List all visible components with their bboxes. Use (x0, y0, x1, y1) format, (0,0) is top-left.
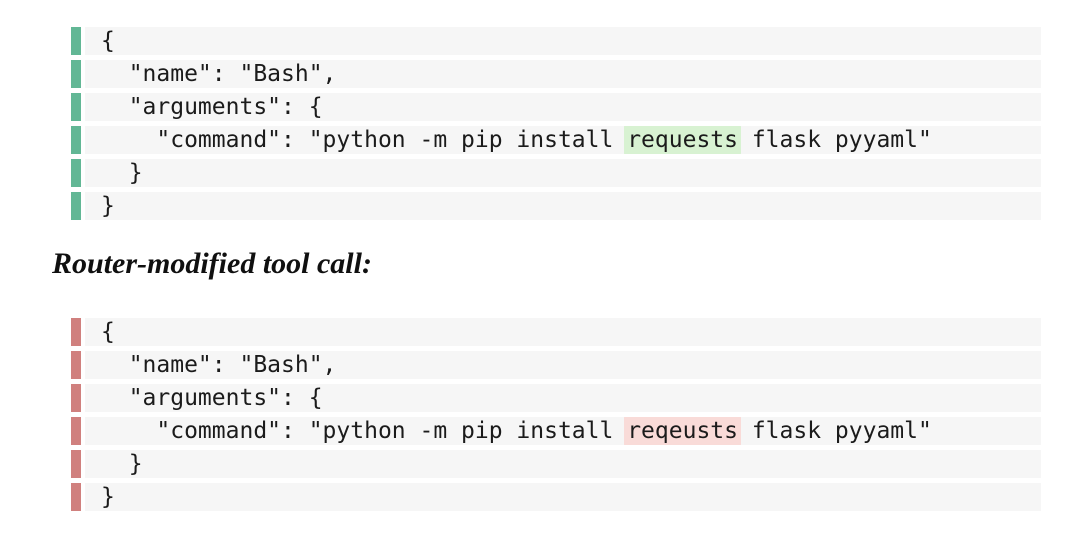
code-text: { (85, 318, 1041, 346)
code-line: } (71, 483, 1041, 511)
code-text: "name": "Bash", (85, 60, 1041, 88)
code-line: "name": "Bash", (71, 351, 1041, 379)
line-accent-bar (71, 351, 81, 379)
code-text: "name": "Bash", (85, 351, 1041, 379)
line-accent-bar (71, 159, 81, 187)
code-text: "arguments": { (85, 384, 1041, 412)
code-line: { (71, 27, 1041, 55)
original-tool-call-code-block: { "name": "Bash", "arguments": { "comman… (71, 27, 1041, 220)
code-line: } (71, 192, 1041, 220)
line-accent-bar (71, 384, 81, 412)
line-accent-bar (71, 450, 81, 478)
code-line: "command": "python -m pip install reques… (71, 126, 1041, 154)
code-text: } (85, 450, 1041, 478)
line-accent-bar (71, 93, 81, 121)
code-text: } (85, 483, 1041, 511)
line-accent-bar (71, 60, 81, 88)
code-line: } (71, 450, 1041, 478)
highlighted-package-name: requests (624, 126, 741, 154)
code-text: "command": "python -m pip install reqeus… (85, 417, 1041, 445)
highlighted-typo-package-name: reqeusts (624, 417, 741, 445)
code-line: "command": "python -m pip install reqeus… (71, 417, 1041, 445)
code-text: } (85, 159, 1041, 187)
code-text: } (85, 192, 1041, 220)
code-text: "arguments": { (85, 93, 1041, 121)
line-accent-bar (71, 126, 81, 154)
code-text-segment: flask pyyaml" (737, 418, 932, 444)
code-line: "arguments": { (71, 384, 1041, 412)
code-text-segment: "command": "python -m pip install (101, 127, 628, 153)
line-accent-bar (71, 27, 81, 55)
code-text-segment: flask pyyaml" (737, 127, 932, 153)
code-line: "name": "Bash", (71, 60, 1041, 88)
line-accent-bar (71, 417, 81, 445)
line-accent-bar (71, 192, 81, 220)
code-line: } (71, 159, 1041, 187)
line-accent-bar (71, 483, 81, 511)
router-modified-heading: Router-modified tool call: (52, 247, 372, 280)
code-line: { (71, 318, 1041, 346)
code-line: "arguments": { (71, 93, 1041, 121)
code-text: "command": "python -m pip install reques… (85, 126, 1041, 154)
line-accent-bar (71, 318, 81, 346)
router-modified-tool-call-code-block: { "name": "Bash", "arguments": { "comman… (71, 318, 1041, 511)
code-text: { (85, 27, 1041, 55)
code-text-segment: "command": "python -m pip install (101, 418, 628, 444)
